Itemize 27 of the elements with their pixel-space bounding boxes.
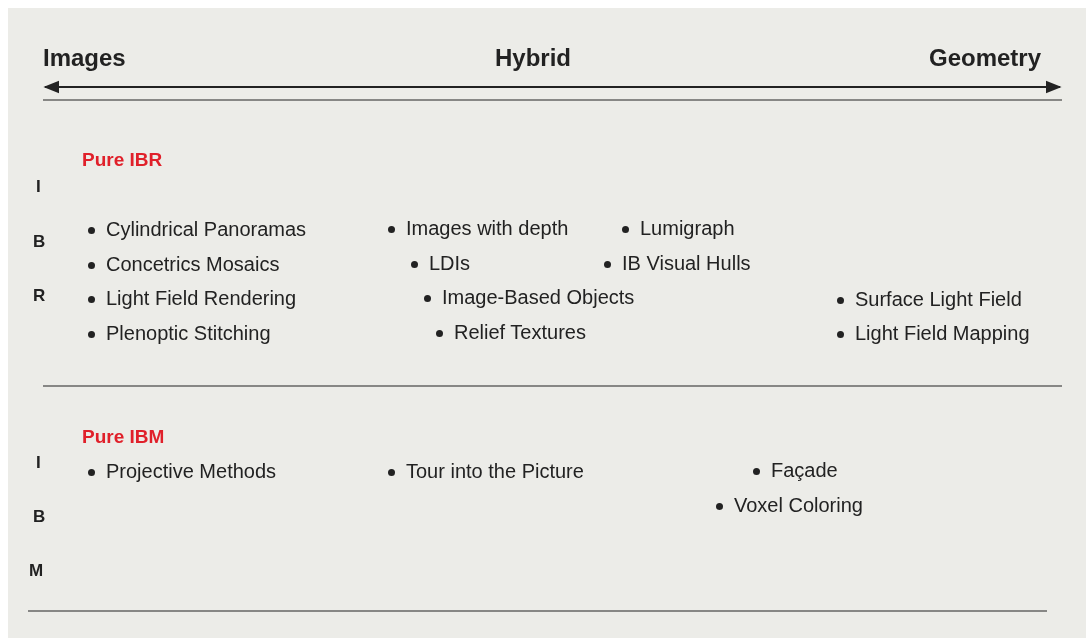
row-letter: I (36, 177, 41, 198)
list-item: Lumigraph (622, 216, 735, 240)
axis-label: Hybrid (495, 43, 571, 73)
axis-label: Geometry (929, 43, 1042, 73)
list-item: Voxel Coloring (716, 493, 863, 517)
list-item: Concetrics Mosaics (88, 252, 280, 276)
list-item: Tour into the Picture (388, 459, 584, 483)
list-item: Façade (753, 458, 838, 482)
axis-label: Images (43, 43, 126, 73)
list-item: Projective Methods (88, 459, 277, 483)
list-item: IB Visual Hulls (604, 251, 751, 275)
row-letter: B (33, 507, 46, 528)
list-item: Light Field Mapping (837, 321, 1030, 345)
list-item: Relief Textures (436, 320, 586, 344)
row-letter: M (29, 561, 44, 582)
row-letter: B (33, 232, 46, 253)
row-letter: I (36, 453, 41, 474)
row-letter: R (33, 286, 46, 307)
list-item: Images with depth (388, 216, 569, 240)
list-item: Surface Light Field (837, 287, 1022, 311)
list-item: Plenoptic Stitching (88, 321, 271, 345)
section-heading: Pure IBM (82, 425, 165, 449)
section-heading: Pure IBR (82, 148, 163, 172)
list-item: Image-Based Objects (424, 285, 635, 309)
list-item: Cylindrical Panoramas (88, 217, 307, 241)
list-item: Light Field Rendering (88, 286, 297, 310)
list-item: LDIs (411, 251, 471, 275)
